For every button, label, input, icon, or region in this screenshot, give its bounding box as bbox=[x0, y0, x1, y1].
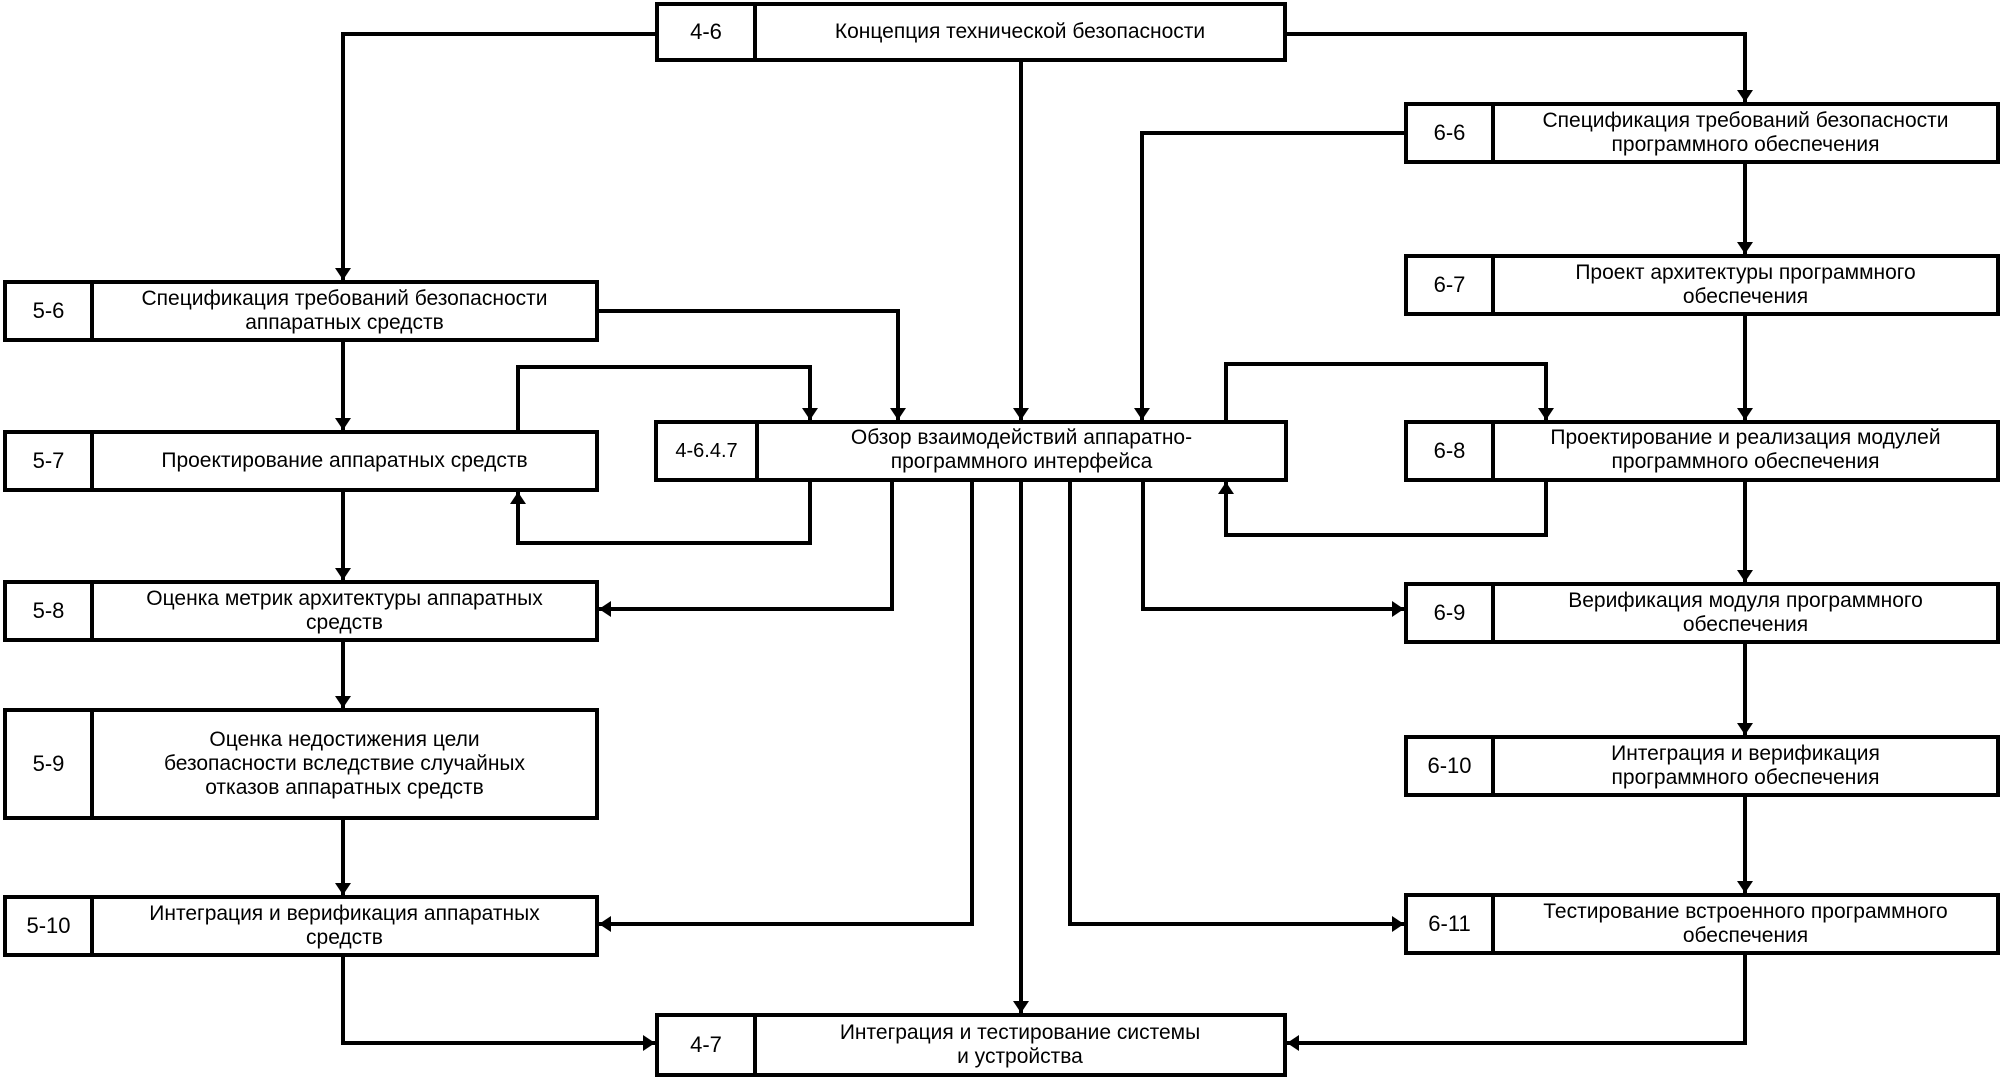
node-title: Интеграция и тестирование системы и устр… bbox=[839, 1021, 1201, 1068]
node-6-9: 6-9 Верификация модуля программного обес… bbox=[1404, 582, 2000, 644]
edge-review-to-6-9 bbox=[1141, 482, 1404, 617]
node-6-11: 6-11 Тестирование встроенного программно… bbox=[1404, 893, 2000, 955]
node-title: Оценка метрик архитектуры аппаратных сре… bbox=[146, 587, 543, 634]
node-code: 6-9 bbox=[1408, 586, 1495, 640]
node-4-6-4-7: 4-6.4.7 Обзор взаимодействий аппаратно- … bbox=[654, 420, 1288, 482]
node-code: 6-6 bbox=[1408, 106, 1495, 160]
node-title: Спецификация требований безопасности апп… bbox=[141, 287, 548, 334]
node-6-6: 6-6 Спецификация требований безопасности… bbox=[1404, 102, 2000, 164]
node-code: 5-6 bbox=[7, 284, 94, 338]
edge-review-to-5-7 bbox=[510, 482, 812, 545]
node-5-10: 5-10 Интеграция и верификация аппаратных… bbox=[3, 895, 599, 957]
node-code: 6-10 bbox=[1408, 739, 1495, 793]
edge-review-to-5-10 bbox=[599, 482, 974, 932]
node-title: Обзор взаимодействий аппаратно- программ… bbox=[850, 426, 1193, 473]
node-5-8: 5-8 Оценка метрик архитектуры аппаратных… bbox=[3, 580, 599, 642]
node-code: 4-6.4.7 bbox=[658, 424, 759, 478]
node-5-6: 5-6 Спецификация требований безопасности… bbox=[3, 280, 599, 342]
node-title: Интеграция и верификация аппаратных сред… bbox=[149, 902, 540, 949]
edge-6-6-to-review bbox=[1134, 131, 1404, 420]
node-6-7: 6-7 Проект архитектуры программного обес… bbox=[1404, 254, 2000, 316]
edge-6-11-to-4-7 bbox=[1287, 955, 1747, 1051]
node-title: Тестирование встроенного программного об… bbox=[1543, 900, 1948, 947]
node-4-7: 4-7 Интеграция и тестирование системы и … bbox=[655, 1013, 1287, 1077]
node-title: Оценка недостижения цели безопасности вс… bbox=[163, 728, 526, 799]
node-title: Проектирование и реализация модулей прог… bbox=[1550, 426, 1941, 473]
node-code: 6-8 bbox=[1408, 424, 1495, 478]
edge-4-6-to-6-6 bbox=[1287, 32, 1753, 102]
node-title: Спецификация требований безопасности про… bbox=[1542, 109, 1949, 156]
node-title: Интеграция и верификация программного об… bbox=[1611, 742, 1880, 789]
edge-5-10-to-4-7 bbox=[341, 957, 655, 1051]
edge-review-to-6-8 bbox=[1224, 362, 1554, 420]
node-code: 6-7 bbox=[1408, 258, 1495, 312]
edge-5-7-to-review bbox=[516, 365, 818, 430]
node-title: Проектирование аппаратных средств bbox=[161, 449, 528, 472]
node-5-7: 5-7 Проектирование аппаратных средств bbox=[3, 430, 599, 492]
node-title: Проект архитектуры программного обеспече… bbox=[1575, 261, 1916, 308]
node-5-9: 5-9 Оценка недостижения цели безопасност… bbox=[3, 708, 599, 820]
node-code: 6-11 bbox=[1408, 897, 1495, 951]
edge-6-8-to-review bbox=[1218, 482, 1548, 537]
node-title: Верификация модуля программного обеспече… bbox=[1568, 589, 1923, 636]
node-code: 4-6 bbox=[659, 6, 757, 58]
node-code: 4-7 bbox=[659, 1017, 757, 1073]
edge-review-to-5-8 bbox=[599, 482, 894, 617]
node-title: Концепция технической безопасности bbox=[834, 20, 1206, 43]
node-code: 5-9 bbox=[7, 712, 94, 816]
node-6-8: 6-8 Проектирование и реализация модулей … bbox=[1404, 420, 2000, 482]
edge-4-6-to-5-6 bbox=[335, 32, 655, 280]
node-code: 5-7 bbox=[7, 434, 94, 488]
edge-review-to-6-11 bbox=[1068, 482, 1404, 932]
edge-5-6-to-review bbox=[599, 309, 906, 420]
node-code: 5-10 bbox=[7, 899, 94, 953]
node-code: 5-8 bbox=[7, 584, 94, 638]
node-4-6: 4-6 Концепция технической безопасности bbox=[655, 2, 1287, 62]
node-6-10: 6-10 Интеграция и верификация программно… bbox=[1404, 735, 2000, 797]
